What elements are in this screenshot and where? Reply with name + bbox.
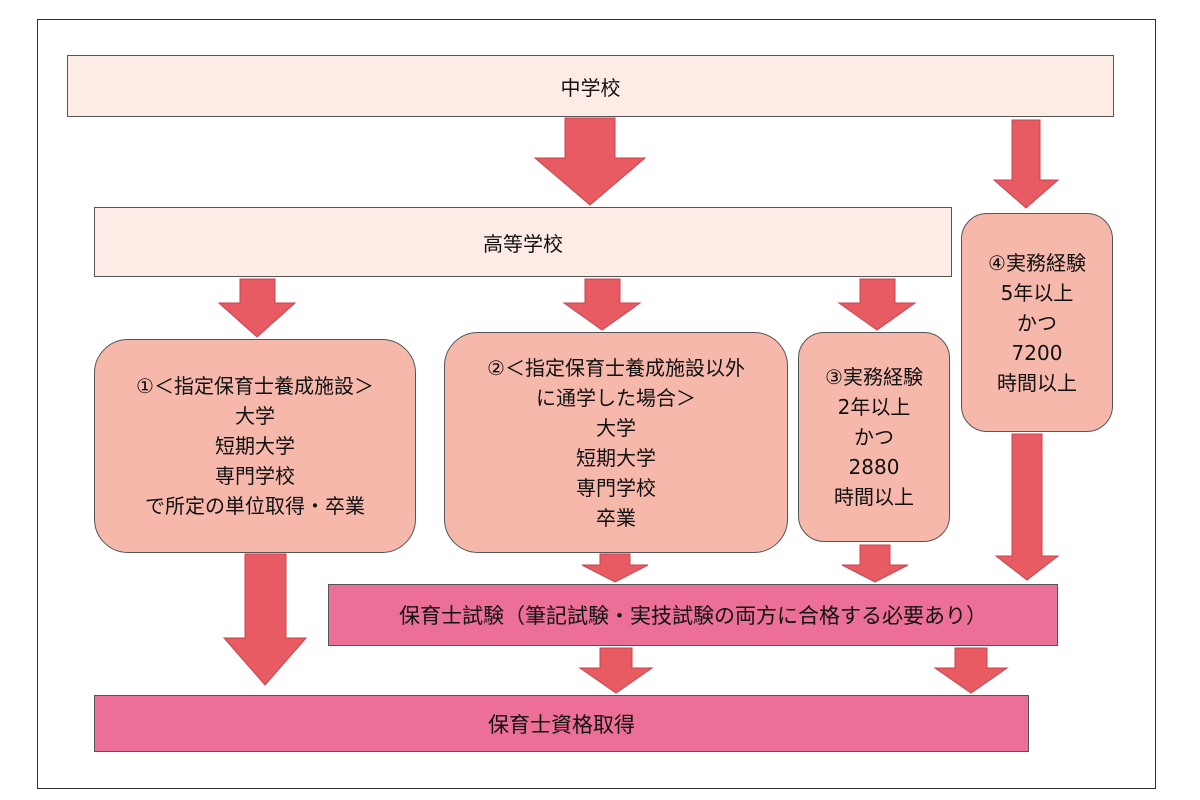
middle-school-box: 中学校 bbox=[67, 55, 1114, 117]
route3-line: かつ bbox=[854, 425, 894, 449]
route4-line: 7200 bbox=[1011, 340, 1063, 365]
arrow-route2-to-exam bbox=[581, 553, 649, 583]
arrow-route4-to-exam bbox=[994, 433, 1060, 581]
arrow-high-to-route3 bbox=[837, 278, 917, 331]
arrow-exam-to-cert-right bbox=[933, 647, 1009, 694]
route2-line: ②＜指定保育士養成施設以外 bbox=[487, 355, 745, 380]
arrow-middle-to-high bbox=[533, 117, 647, 206]
exam-box: 保育士試験（筆記試験・実技試験の両方に合格する必要あり） bbox=[328, 584, 1058, 646]
route3-line: 2880 bbox=[848, 455, 900, 479]
arrow-exam-to-cert-left bbox=[578, 647, 654, 694]
route1-box: ①＜指定保育士養成施設＞ 大学 短期大学 専門学校 で所定の単位取得・卒業 bbox=[94, 339, 416, 553]
route4-line: 時間以上 bbox=[997, 370, 1077, 395]
route4-line: ④実務経験 bbox=[988, 250, 1086, 275]
diagram-frame bbox=[37, 19, 1156, 789]
arrow-middle-to-route4 bbox=[992, 119, 1060, 209]
high-school-label: 高等学校 bbox=[483, 231, 563, 256]
route1-line: 専門学校 bbox=[215, 464, 295, 488]
route2-line: 短期大学 bbox=[576, 445, 656, 470]
high-school-box: 高等学校 bbox=[94, 207, 952, 277]
route1-line: で所定の単位取得・卒業 bbox=[145, 494, 365, 518]
route1-line: 大学 bbox=[235, 404, 275, 428]
route3-box: ③実務経験 2年以上 かつ 2880 時間以上 bbox=[798, 332, 950, 542]
arrow-high-to-route1 bbox=[217, 278, 297, 338]
route2-line: 卒業 bbox=[596, 505, 636, 530]
route2-box: ②＜指定保育士養成施設以外 に通学した場合＞ 大学 短期大学 専門学校 卒業 bbox=[444, 332, 788, 553]
route3-line: 2年以上 bbox=[837, 395, 911, 419]
arrow-route1-to-cert bbox=[222, 553, 308, 686]
route3-line: 時間以上 bbox=[834, 485, 914, 509]
middle-school-label: 中学校 bbox=[560, 75, 621, 100]
route2-line: に通学した場合＞ bbox=[536, 385, 696, 410]
route4-line: かつ bbox=[1017, 310, 1057, 335]
exam-label: 保育士試験（筆記試験・実技試験の両方に合格する必要あり） bbox=[399, 604, 987, 628]
route2-line: 専門学校 bbox=[576, 475, 656, 500]
route1-line: ①＜指定保育士養成施設＞ bbox=[136, 374, 374, 398]
route2-line: 大学 bbox=[596, 415, 636, 440]
arrow-high-to-route2 bbox=[562, 278, 642, 331]
certification-box: 保育士資格取得 bbox=[94, 695, 1029, 752]
certification-label: 保育士資格取得 bbox=[488, 712, 635, 737]
route3-line: ③実務経験 bbox=[825, 365, 923, 389]
arrow-route3-to-exam bbox=[841, 544, 909, 583]
route4-line: 5年以上 bbox=[1000, 280, 1074, 305]
route1-line: 短期大学 bbox=[215, 434, 295, 458]
route4-box: ④実務経験 5年以上 かつ 7200 時間以上 bbox=[961, 213, 1113, 432]
